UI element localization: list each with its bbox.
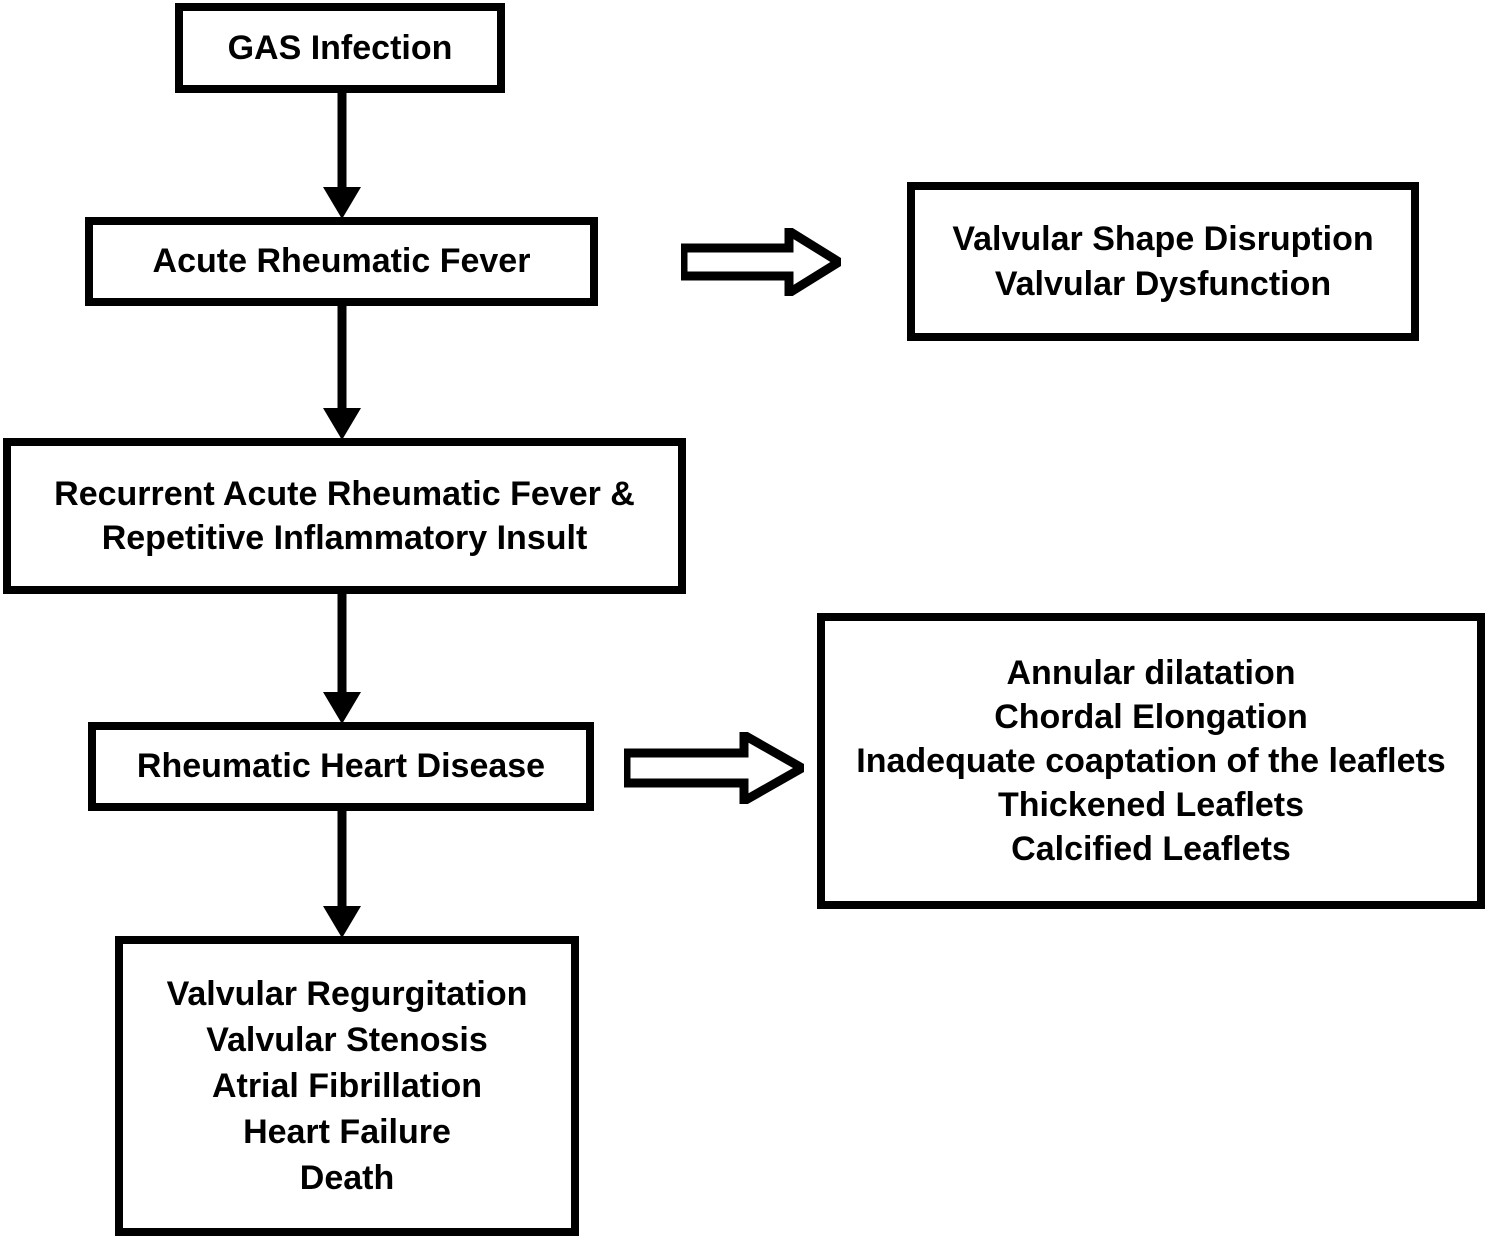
node-rheumatic-heart-disease-line-1: Rheumatic Heart Disease bbox=[136, 747, 546, 786]
node-valvular-shape-line-1: Valvular Shape Disruption bbox=[952, 220, 1374, 259]
arrow-stem bbox=[337, 93, 347, 187]
node-leaflet-changes-line-2: Chordal Elongation bbox=[994, 697, 1308, 736]
arrow-gas-infection-to-acute-rheumatic-fever bbox=[323, 93, 361, 219]
node-leaflet-changes-line-4: Thickened Leaflets bbox=[997, 786, 1305, 825]
node-gas-infection-line-1: GAS Infection bbox=[227, 28, 453, 67]
node-leaflet-changes: Annular dilatation Chordal Elongation In… bbox=[817, 613, 1485, 909]
node-gas-infection: GAS Infection bbox=[175, 3, 505, 93]
node-leaflet-changes-line-1: Annular dilatation bbox=[1006, 653, 1296, 692]
node-leaflet-changes-line-3: Inadequate coaptation of the leaflets bbox=[856, 741, 1446, 780]
arrow-rheumatic-heart-disease-to-outcomes bbox=[323, 811, 361, 938]
node-outcomes-line-2: Valvular Stenosis bbox=[206, 1020, 488, 1059]
node-leaflet-changes-line-5: Calcified Leaflets bbox=[1011, 830, 1291, 869]
arrow-stem bbox=[337, 306, 347, 408]
block-arrow-acute-rheumatic-fever-to-valvular-shape bbox=[681, 228, 841, 296]
arrow-stem bbox=[337, 811, 347, 906]
arrow-acute-rheumatic-fever-to-recurrent-arf bbox=[323, 306, 361, 440]
node-valvular-shape-disruption: Valvular Shape Disruption Valvular Dysfu… bbox=[907, 182, 1419, 341]
block-arrow-rheumatic-heart-disease-to-leaflet-changes bbox=[624, 732, 804, 804]
node-outcomes-line-3: Atrial Fibrillation bbox=[211, 1066, 483, 1105]
arrow-head-icon bbox=[323, 408, 361, 440]
node-recurrent-line-1: Recurrent Acute Rheumatic Fever & bbox=[54, 474, 635, 513]
node-acute-rheumatic-fever: Acute Rheumatic Fever bbox=[85, 217, 598, 306]
node-outcomes-line-4: Heart Failure bbox=[243, 1113, 451, 1152]
node-outcomes-line-1: Valvular Regurgitation bbox=[166, 974, 528, 1013]
arrow-head-icon bbox=[323, 692, 361, 724]
arrow-head-icon bbox=[323, 906, 361, 938]
node-valvular-shape-line-2: Valvular Dysfunction bbox=[994, 264, 1332, 303]
arrow-stem bbox=[337, 594, 347, 692]
node-rheumatic-heart-disease: Rheumatic Heart Disease bbox=[88, 722, 594, 811]
node-outcomes: Valvular Regurgitation Valvular Stenosis… bbox=[115, 936, 579, 1236]
node-recurrent-acute-rheumatic-fever: Recurrent Acute Rheumatic Fever & Repeti… bbox=[3, 438, 686, 594]
node-acute-rheumatic-fever-line-1: Acute Rheumatic Fever bbox=[152, 242, 531, 281]
arrow-head-icon bbox=[323, 187, 361, 219]
node-recurrent-line-2: Repetitive Inflammatory Insult bbox=[101, 519, 588, 557]
node-outcomes-line-5: Death bbox=[299, 1159, 395, 1198]
arrow-recurrent-arf-to-rheumatic-heart-disease bbox=[323, 594, 361, 724]
